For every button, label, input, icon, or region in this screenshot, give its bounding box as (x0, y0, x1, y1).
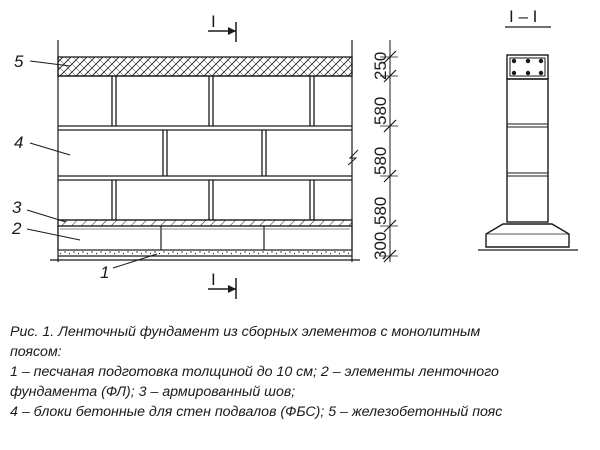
section-slab (485, 223, 570, 248)
svg-text:I – I: I – I (509, 7, 537, 26)
svg-text:580: 580 (371, 197, 390, 225)
block-course-3 (58, 180, 352, 221)
foundation-drawing: I I 5 4 3 2 1 (11, 7, 578, 299)
callout-4: 4 (14, 133, 71, 156)
svg-text:I: I (211, 12, 216, 31)
monolithic-belt (57, 56, 353, 77)
reinforced-seam (57, 219, 353, 227)
callout-1: 1 (100, 253, 158, 282)
svg-text:2: 2 (11, 219, 22, 238)
caption-line-3: 1 – песчаная подготовка толщиной до 10 с… (10, 364, 499, 380)
foundation-slabs (57, 225, 353, 251)
svg-text:300: 300 (371, 232, 390, 260)
callout-5: 5 (14, 52, 71, 71)
foundation-elevation (50, 40, 360, 262)
figure-caption: Рис. 1. Ленточный фундамент из сборных э… (10, 322, 595, 422)
dimension-chain (380, 40, 398, 263)
section-wall (506, 78, 549, 223)
section-mark-bottom: I (208, 270, 237, 299)
callout-3: 3 (12, 198, 67, 223)
svg-text:4: 4 (14, 133, 23, 152)
block-course-1 (58, 75, 352, 131)
section-belt (506, 54, 549, 80)
svg-text:3: 3 (12, 198, 22, 217)
svg-text:580: 580 (371, 147, 390, 175)
caption-line-5: 4 – блоки бетонные для стен подвалов (ФБ… (10, 404, 503, 420)
svg-text:1: 1 (100, 263, 109, 282)
svg-text:250: 250 (371, 52, 390, 80)
svg-text:I: I (211, 270, 216, 289)
caption-line-4: фундамента (ФЛ); 3 – армированный шов; (10, 384, 296, 400)
svg-text:580: 580 (371, 97, 390, 125)
sand-bedding (58, 250, 352, 256)
cross-section: I – I (478, 7, 578, 251)
svg-text:5: 5 (14, 52, 24, 71)
caption-line-2: поясом: (10, 344, 62, 360)
section-mark-top: I (208, 12, 237, 42)
callout-2: 2 (11, 219, 81, 241)
dimension-labels: 250 580 580 580 300 (371, 52, 390, 260)
block-course-2 (58, 130, 352, 181)
caption-line-1: Рис. 1. Ленточный фундамент из сборных э… (10, 324, 481, 340)
